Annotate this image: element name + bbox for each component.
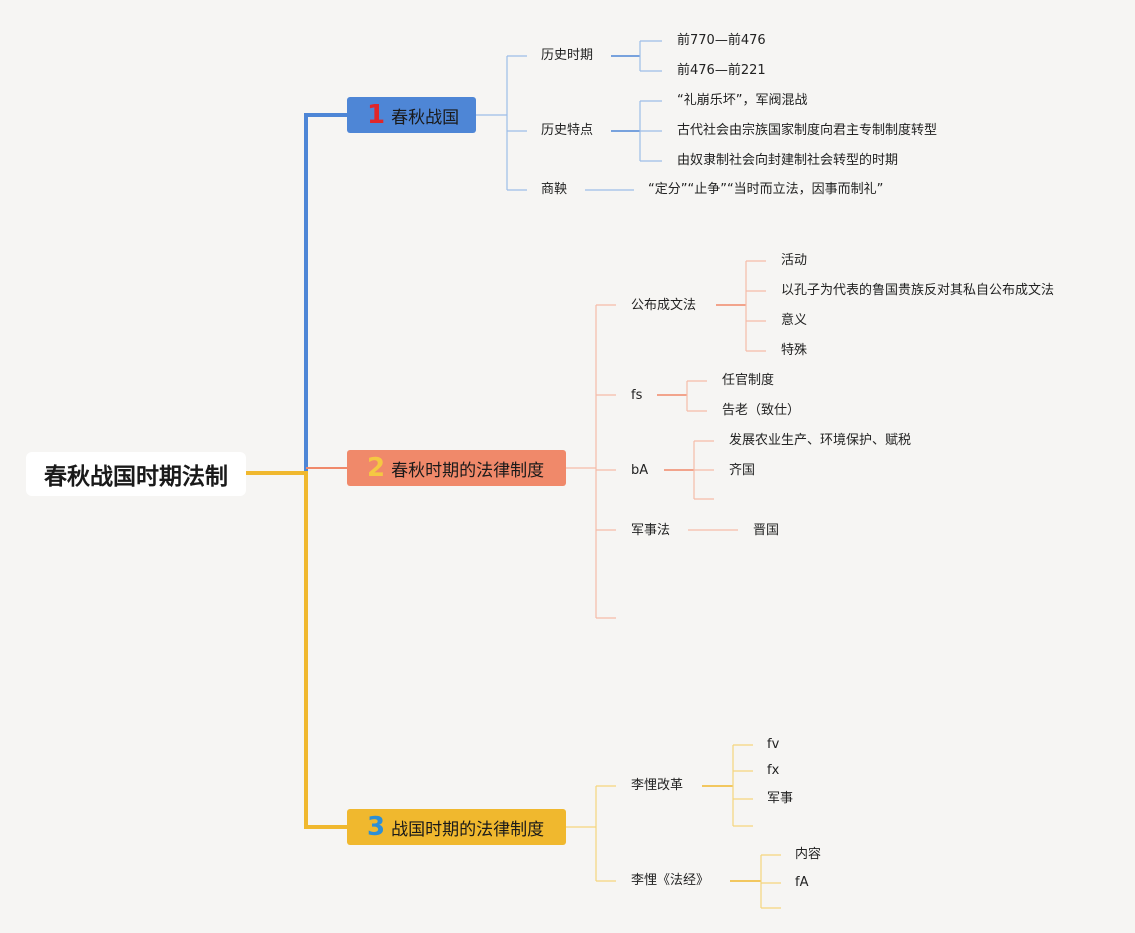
leaf-topic[interactable]: fv — [767, 737, 780, 752]
leaf-topic[interactable]: 军事 — [767, 791, 794, 806]
leaf-topic[interactable]: fA — [795, 875, 809, 890]
branch-label: 春秋战国 — [391, 107, 460, 128]
branch-number: 2 — [367, 453, 386, 483]
subtopic-shang-yang[interactable]: 商鞅 — [541, 182, 568, 197]
branch-number: 1 — [367, 100, 386, 130]
root-topic[interactable]: 春秋战国时期法制 — [26, 452, 246, 496]
branch-label: 春秋时期的法律制度 — [391, 460, 545, 481]
leaf-topic[interactable]: “定分”“止争”“当时而立法，因事而制礼” — [648, 182, 884, 197]
leaf-topic[interactable]: 活动 — [781, 253, 808, 268]
leaf-topic[interactable]: 特殊 — [781, 343, 808, 358]
leaf-topic[interactable]: 前770—前476 — [677, 33, 766, 48]
subtopic-fa-jing[interactable]: 李悝《法经》 — [631, 873, 710, 888]
leaf-topic[interactable]: 齐国 — [729, 463, 756, 478]
branch-number: 3 — [367, 812, 386, 842]
subtopic-history-features[interactable]: 历史特点 — [541, 123, 594, 138]
leaf-topic[interactable]: 由奴隶制社会向封建制社会转型的时期 — [677, 153, 899, 168]
branch-topic-1[interactable]: 1 春秋战国 — [347, 97, 476, 133]
subtopic-history-period[interactable]: 历史时期 — [541, 48, 594, 63]
subtopic-fs[interactable]: fs — [631, 388, 643, 403]
leaf-topic[interactable]: 晋国 — [753, 523, 780, 538]
leaf-topic[interactable]: “礼崩乐坏”，军阀混战 — [677, 93, 808, 108]
subtopic-military-law[interactable]: 军事法 — [631, 523, 671, 538]
leaf-topic[interactable]: 以孔子为代表的鲁国贵族反对其私自公布成文法 — [781, 283, 1055, 298]
leaf-topic[interactable]: 前476—前221 — [677, 63, 766, 78]
subtopic-written-law[interactable]: 公布成文法 — [631, 298, 697, 313]
root-to-branch-3-line — [246, 471, 347, 829]
leaf-topic[interactable]: fx — [767, 763, 780, 778]
subtopic-li-kui-reform[interactable]: 李悝改革 — [631, 778, 684, 793]
root-topic-label: 春秋战国时期法制 — [44, 464, 228, 490]
subtopic-ba[interactable]: bA — [631, 463, 649, 478]
leaf-topic[interactable]: 告老（致仕） — [722, 403, 801, 418]
leaf-topic[interactable]: 内容 — [795, 847, 822, 862]
leaf-topic[interactable]: 古代社会由宗族国家制度向君主专制制度转型 — [677, 123, 938, 138]
branch-topic-2[interactable]: 2 春秋时期的法律制度 — [347, 450, 566, 486]
root-to-branch-1-line — [246, 113, 347, 475]
leaf-topic[interactable]: 意义 — [781, 313, 808, 328]
leaf-topic[interactable]: 任官制度 — [722, 373, 775, 388]
branch-label: 战国时期的法律制度 — [391, 819, 545, 840]
leaf-topic[interactable]: 发展农业生产、环境保护、赋税 — [729, 433, 912, 448]
branch-topic-3[interactable]: 3 战国时期的法律制度 — [347, 809, 566, 845]
